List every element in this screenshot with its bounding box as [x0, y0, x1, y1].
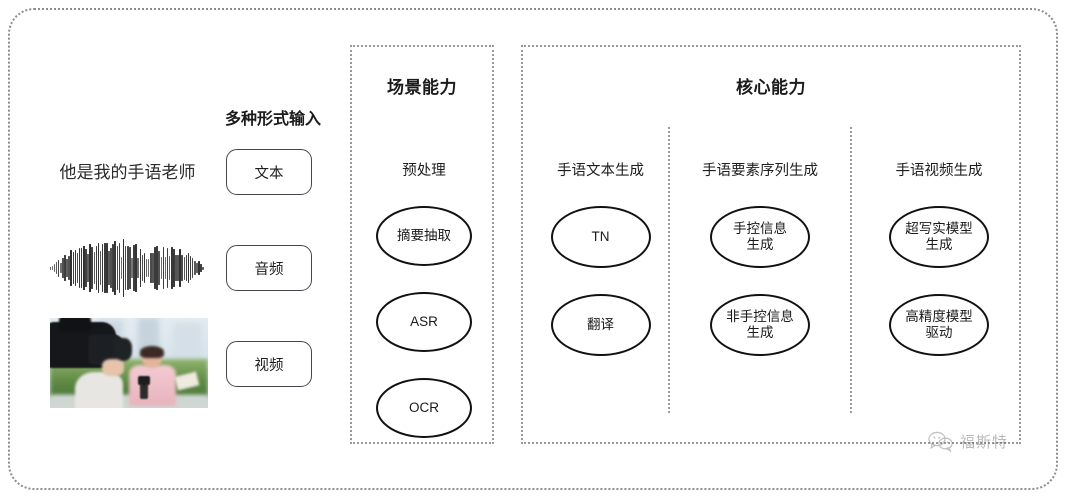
video-thumbnail-image: [50, 318, 208, 408]
node-hyper-realistic-model-generation[interactable]: 超写实模型 生成: [889, 206, 989, 268]
wechat-bubble-icon: [928, 430, 954, 452]
audio-waveform-icon: [44, 238, 210, 298]
node-manual-signal-generation[interactable]: 手控信息 生成: [710, 206, 810, 268]
scene-capability-panel: 场景能力 预处理 摘要抽取 ASR OCR: [350, 45, 494, 444]
input-section: 多种形式输入 他是我的手语老师 文本 音频 视频: [0, 0, 340, 499]
core-panel-title: 核心能力: [736, 78, 806, 97]
node-label: 翻译: [587, 317, 614, 333]
thumb-camera-top: [59, 318, 92, 331]
node-high-precision-model-driving[interactable]: 高精度模型 驱动: [889, 294, 989, 356]
node-asr[interactable]: ASR: [376, 292, 472, 352]
modality-video-button[interactable]: 视频: [226, 341, 312, 387]
node-tn[interactable]: TN: [550, 206, 651, 268]
node-label-line2: 生成: [746, 325, 774, 340]
core-capability-panel: 核心能力 手语文本生成 TN 翻译 手语要素序列生成 手控信息 生成 非手控信息…: [521, 45, 1021, 444]
thumb-microphone: [140, 382, 148, 399]
node-label-line1: 手控信息: [733, 221, 787, 237]
thumb-camera-hood: [113, 337, 133, 362]
column-heading-sign-video-generation: 手语视频生成: [895, 163, 983, 179]
modality-audio-button[interactable]: 音频: [226, 245, 312, 291]
scene-panel-title: 场景能力: [387, 78, 457, 97]
thumb-camera-operator-arm: [75, 372, 123, 408]
node-label: 摘要抽取: [397, 228, 451, 244]
node-label: OCR: [409, 400, 439, 416]
node-non-manual-signal-generation[interactable]: 非手控信息 生成: [710, 294, 810, 356]
column-sign-element-sequence-generation: 手语要素序列生成 手控信息 生成 非手控信息 生成: [680, 159, 840, 382]
thumb-camera-operator-hand: [102, 359, 125, 376]
node-label-line2: 生成: [925, 237, 953, 252]
column-divider-1: [668, 127, 670, 413]
node-label-line1: 高精度模型: [905, 309, 973, 325]
watermark-label: 福斯特: [960, 433, 1009, 451]
thumb-reporter-body: [129, 364, 177, 407]
modality-text-button[interactable]: 文本: [226, 149, 312, 195]
watermark: 福斯特: [928, 430, 1008, 452]
column-sign-text-generation: 手语文本生成 TN 翻译: [533, 159, 668, 382]
thumb-building-c: [173, 323, 202, 360]
column-heading-sign-text-generation: 手语文本生成: [557, 163, 644, 179]
node-label-line2: 生成: [746, 237, 774, 252]
column-divider-2: [850, 127, 852, 413]
node-label: ASR: [410, 314, 438, 330]
node-label-line2: 驱动: [925, 325, 953, 340]
node-translation[interactable]: 翻译: [550, 294, 651, 356]
column-sign-video-generation: 手语视频生成 超写实模型 生成 高精度模型 驱动: [863, 159, 1015, 382]
node-label-line1: 超写实模型: [905, 221, 973, 237]
node-label: TN: [591, 229, 610, 245]
outer-dotted-frame: [8, 8, 1058, 490]
column-heading-sign-element-sequence-generation: 手语要素序列生成: [702, 163, 818, 179]
node-summary-extraction[interactable]: 摘要抽取: [376, 206, 472, 266]
node-label-line1: 非手控信息: [726, 309, 794, 325]
node-ocr[interactable]: OCR: [376, 378, 472, 438]
column-preprocessing: 预处理 摘要抽取 ASR OCR: [352, 159, 496, 464]
column-heading-preprocessing: 预处理: [402, 163, 446, 179]
thumb-microphone-head: [137, 375, 151, 385]
thumb-reporter-hair: [140, 345, 164, 358]
sample-input-text: 他是我的手语老师: [59, 163, 196, 182]
input-section-heading: 多种形式输入: [224, 111, 321, 128]
